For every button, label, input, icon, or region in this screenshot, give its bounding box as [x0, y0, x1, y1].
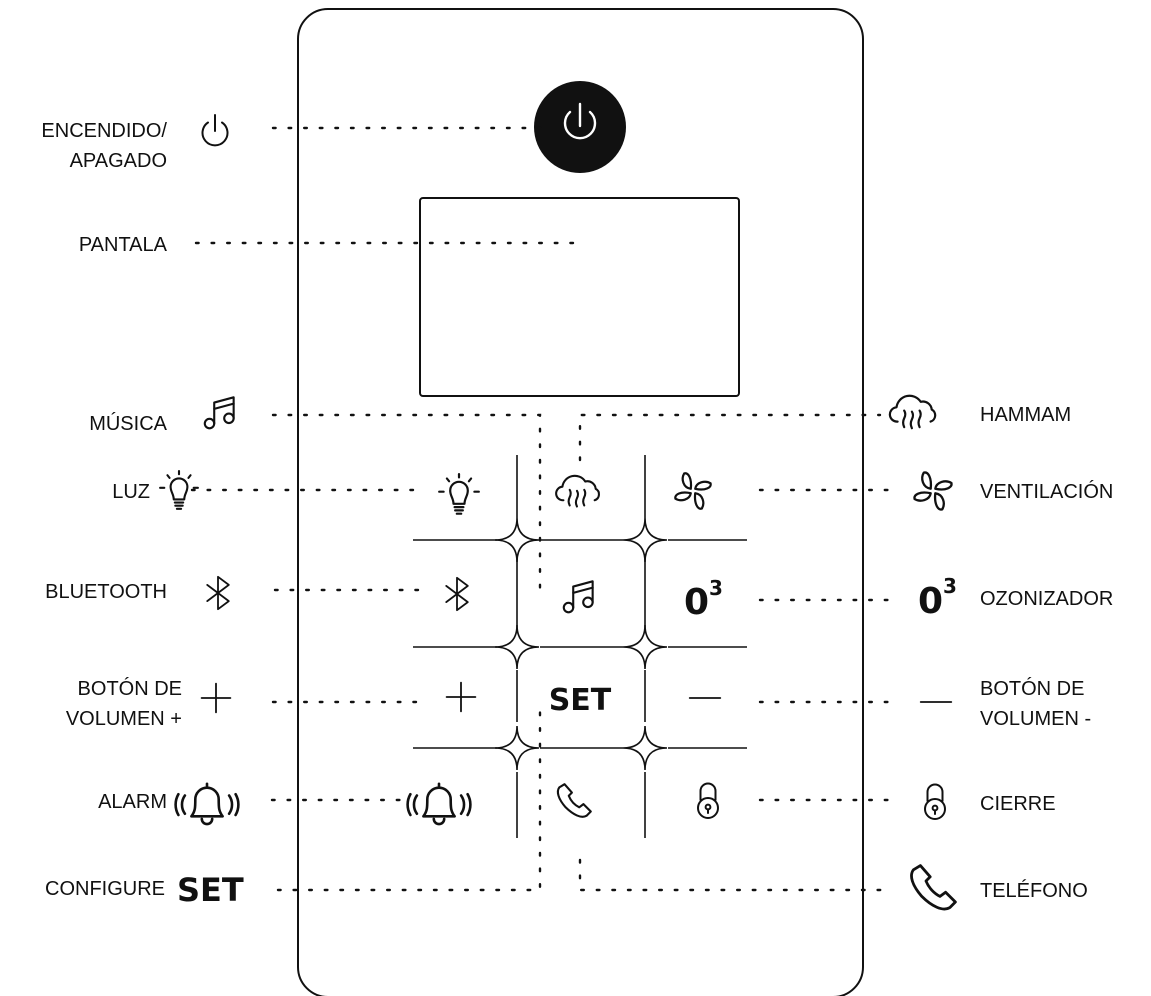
device-outline [297, 8, 864, 996]
fan-icon [913, 471, 953, 511]
ozone-icon: 0 [684, 582, 709, 623]
key-set[interactable]: SET [549, 683, 612, 718]
key-alarm[interactable] [406, 782, 472, 826]
label-vol-plus-line1: BOTÓN DE [78, 677, 182, 700]
bluetooth-icon [206, 575, 230, 611]
ozone-exponent: 3 [709, 576, 723, 600]
music-icon [203, 396, 235, 430]
label-ozonizer: OZONIZADOR [980, 588, 1113, 610]
key-light[interactable] [438, 473, 480, 515]
padlock-icon [696, 782, 720, 820]
light-bulb-icon [438, 473, 480, 515]
label-hammam: HAMMAM [980, 404, 1071, 426]
label-bluetooth: BLUETOOTH [45, 581, 167, 603]
fan-icon [674, 472, 712, 510]
music-icon [562, 580, 594, 614]
label-configure: CONFIGURE [45, 878, 165, 900]
key-volume-plus[interactable] [445, 681, 477, 713]
phone-icon [910, 864, 957, 911]
label-alarm: ALARM [98, 791, 167, 813]
key-music[interactable] [562, 580, 594, 614]
key-phone[interactable] [556, 783, 592, 818]
plus-icon [445, 681, 477, 713]
keypad-grid [413, 455, 747, 838]
label-power-line2: APAGADO [70, 150, 167, 172]
steam-cloud-icon [555, 474, 601, 508]
power-icon [563, 102, 597, 140]
set-text: SET [177, 871, 244, 909]
key-ozone[interactable]: 0 3 [684, 576, 723, 623]
label-vol-minus-line2: VOLUMEN - [980, 708, 1091, 730]
label-music: MÚSICA [89, 412, 167, 435]
label-vol-minus-line1: BOTÓN DE [980, 677, 1084, 700]
label-screen: PANTALA [79, 234, 168, 256]
label-power-line1: ENCENDIDO/ [41, 120, 167, 142]
bluetooth-icon [445, 576, 469, 612]
key-bluetooth[interactable] [445, 576, 469, 612]
leader-lines [190, 126, 892, 892]
plus-icon [200, 682, 232, 714]
label-lock: CIERRE [980, 793, 1056, 815]
alarm-bell-icon [406, 782, 472, 826]
phone-icon [556, 783, 592, 818]
padlock-icon [923, 783, 947, 821]
label-phone: TELÉFONO [980, 879, 1088, 902]
steam-cloud-icon [888, 394, 937, 430]
alarm-bell-icon [174, 782, 240, 826]
key-ventilation[interactable] [674, 472, 712, 510]
power-icon [201, 113, 229, 147]
ozone-icon: 0 [918, 581, 943, 622]
label-light: LUZ [112, 481, 150, 503]
ozone-exponent-legend: 3 [943, 574, 957, 598]
key-hammam[interactable] [555, 474, 601, 508]
label-vol-plus-line2: VOLUMEN + [66, 708, 182, 730]
key-lock[interactable] [696, 782, 720, 820]
display-screen [419, 197, 740, 397]
label-ventilation: VENTILACIÓN [980, 480, 1113, 503]
